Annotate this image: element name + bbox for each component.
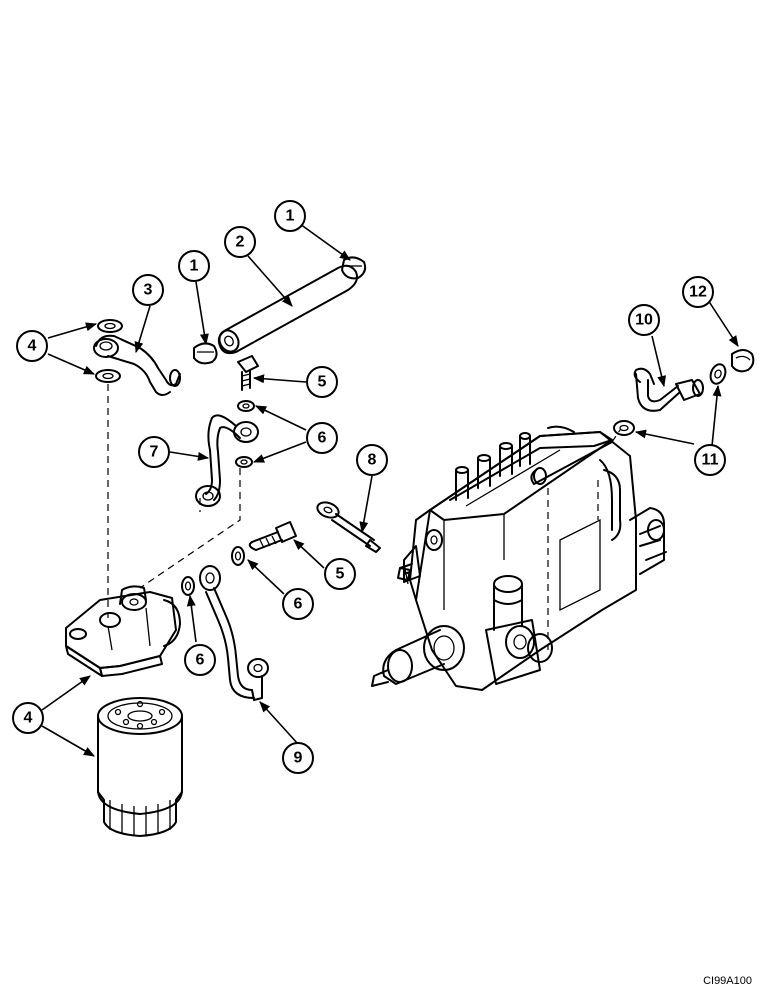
callout-12: 12 [682,276,714,308]
copper-washer-3 [231,546,245,566]
callout-5-upper: 5 [306,366,338,398]
callout-label: 6 [196,652,205,669]
leader-lines [41,223,739,757]
cap [731,349,755,373]
callout-label: 2 [236,234,245,251]
washer-right-upper [709,363,727,385]
fuel-filter-head [65,585,181,677]
callout-label: 12 [689,284,707,301]
fuel-filter-cartridge [97,697,183,837]
callout-label: 3 [144,282,153,299]
figure-code: CI99A100 [703,975,752,987]
banjo-bolt-upper [237,355,259,391]
callout-4-lower: 4 [12,702,44,734]
callout-label: 9 [294,750,303,767]
callout-label: 10 [635,312,653,329]
callout-label: 1 [190,258,199,275]
callout-11: 11 [694,444,726,476]
copper-washer-4 [181,576,195,596]
callout-label: 6 [318,430,327,447]
callout-label: 6 [294,596,303,613]
callout-label: 4 [28,338,37,355]
callout-10: 10 [628,304,660,336]
callout-label: 7 [150,444,159,461]
callout-2: 2 [224,226,256,258]
callout-8: 8 [356,444,388,476]
callout-1-lower: 1 [178,250,210,282]
fuel-pipe-upper [195,414,259,507]
sealing-washers-upper [95,319,123,383]
fuel-hose [217,264,358,355]
callout-7: 7 [138,436,170,468]
callout-label: 5 [336,566,345,583]
callout-4-upper: 4 [16,330,48,362]
banjo-bolt-lower [248,521,297,551]
hose-clamp-upper [341,256,367,280]
banjo-elbow-fitting [93,334,181,396]
callout-label: 4 [24,710,33,727]
callout-9: 9 [282,742,314,774]
callout-label: 5 [318,374,327,391]
callout-1-upper: 1 [274,200,306,232]
callout-3: 3 [132,274,164,306]
fuel-injection-pump [371,425,667,691]
callout-5-lower: 5 [324,558,356,590]
callout-label: 11 [702,452,719,469]
fuel-pipe-lower [199,565,269,701]
callout-6-middle: 6 [282,588,314,620]
return-pipe [316,501,381,553]
copper-washer-1 [237,400,255,412]
callout-6-lower: 6 [184,644,216,676]
callout-label: 8 [368,452,377,469]
callout-6-upper: 6 [306,422,338,454]
washer-right-lower [613,420,635,436]
elbow-fitting [633,367,704,412]
copper-washer-2 [235,456,253,468]
hose-clamp-lower [193,342,218,365]
assembly-dashed-lines [107,384,241,618]
callout-label: 1 [286,208,295,225]
